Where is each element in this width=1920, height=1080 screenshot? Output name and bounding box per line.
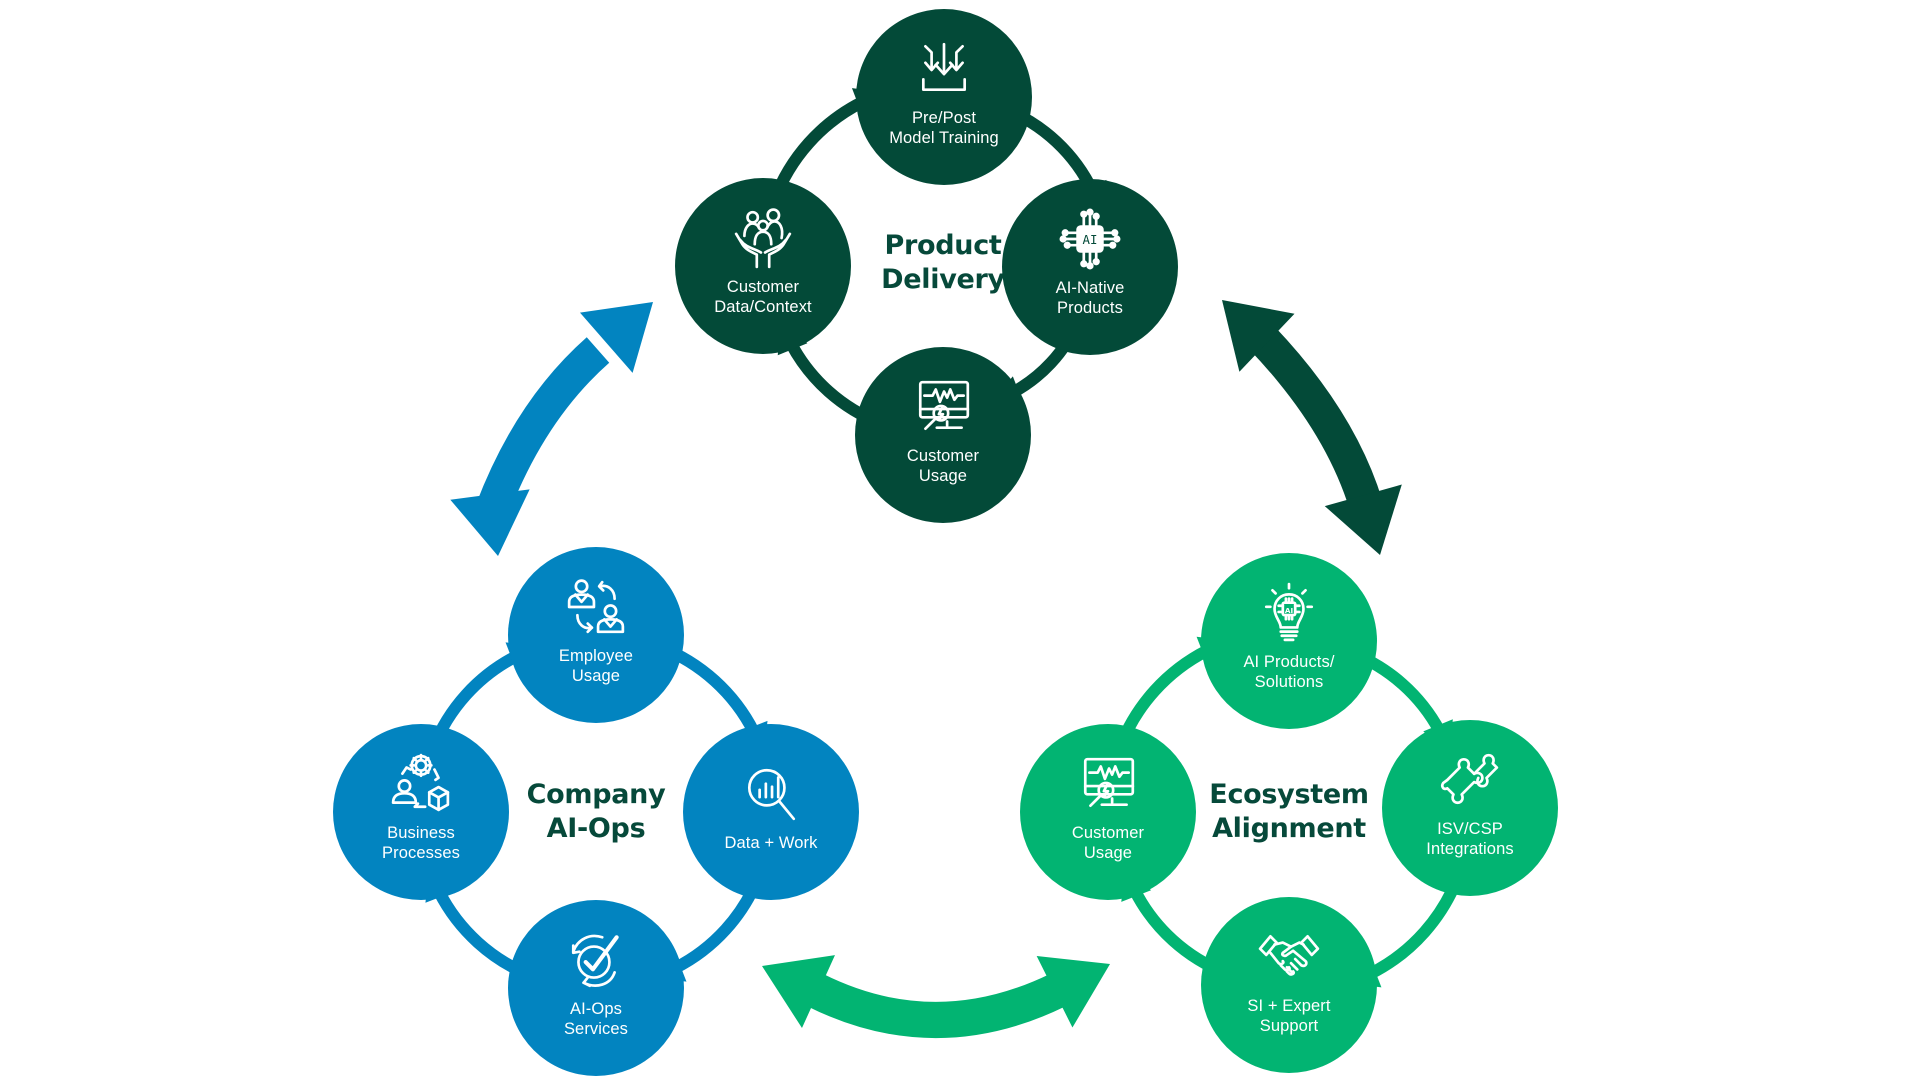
people-in-hands-icon [732, 207, 794, 269]
node-label: Customer Usage [906, 447, 980, 485]
node-customer-usage-ecosystem[interactable]: Customer Usage [1020, 724, 1196, 900]
node-customer-data-context[interactable]: Customer Data/Context [675, 178, 851, 354]
handshake-icon [1258, 926, 1320, 988]
node-business-processes[interactable]: Business Processes [333, 724, 509, 900]
download-tray-icon [913, 38, 975, 100]
connector-blue-head-bottom [450, 489, 530, 556]
node-label: Employee Usage [558, 647, 634, 685]
node-pre-post-model-training[interactable]: Pre/Post Model Training [856, 9, 1032, 185]
node-label: Customer Data/Context [714, 278, 812, 316]
connector-blue-shaft [476, 337, 610, 517]
puzzle-icon [1439, 749, 1501, 811]
node-ai-products-solutions[interactable]: AI AI Products/ Solutions [1201, 553, 1377, 729]
connector-blue-head-top [579, 302, 653, 373]
node-ai-ops-services[interactable]: AI-Ops Services [508, 900, 684, 1076]
employee-exchange-icon [565, 576, 627, 638]
node-employee-usage[interactable]: Employee Usage [508, 547, 684, 723]
product-delivery-title: Product Delivery [881, 230, 1005, 295]
company-ai-ops-title: Company AI-Ops [526, 779, 666, 844]
node-label: SI + Expert Support [1247, 997, 1331, 1035]
ai-lightbulb-icon: AI [1258, 582, 1320, 644]
node-label: AI Products/ Solutions [1243, 653, 1335, 691]
connector-green-shaft [806, 973, 1066, 1038]
svg-text:AI: AI [1083, 232, 1098, 247]
data-search-icon [740, 763, 802, 825]
node-isv-csp-integrations[interactable]: ISV/CSP Integrations [1382, 720, 1558, 896]
node-si-expert-support[interactable]: SI + Expert Support [1201, 897, 1377, 1073]
svg-text:AI: AI [1285, 606, 1294, 615]
connector-dark-head-top [1222, 300, 1295, 372]
node-label: AI-Native Products [1055, 279, 1125, 317]
node-label: Customer Usage [1071, 824, 1145, 862]
ecosystem-alignment-title: Ecosystem Alignment [1209, 779, 1369, 844]
connector-green-head-right [1036, 955, 1110, 1028]
node-label: Pre/Post Model Training [889, 109, 999, 147]
node-label: ISV/CSP Integrations [1426, 820, 1514, 858]
connector-dark-head-bottom [1324, 484, 1402, 555]
connector-dark-shaft [1249, 326, 1383, 511]
monitor-analytics-icon [1077, 753, 1139, 815]
connector-green-head-left [762, 955, 835, 1029]
node-label: AI-Ops Services [563, 1000, 629, 1038]
business-process-icon [390, 753, 452, 815]
node-label: Business Processes [382, 824, 460, 862]
node-customer-usage-product[interactable]: Customer Usage [855, 347, 1031, 523]
ai-chip-icon: AI [1059, 208, 1121, 270]
node-label: Data + Work [724, 834, 818, 852]
node-data-work[interactable]: Data + Work [683, 724, 859, 900]
cycle-check-icon [565, 929, 627, 991]
monitor-analytics-icon [912, 376, 974, 438]
node-ai-native-products[interactable]: AI AI-Native Products [1002, 179, 1178, 355]
